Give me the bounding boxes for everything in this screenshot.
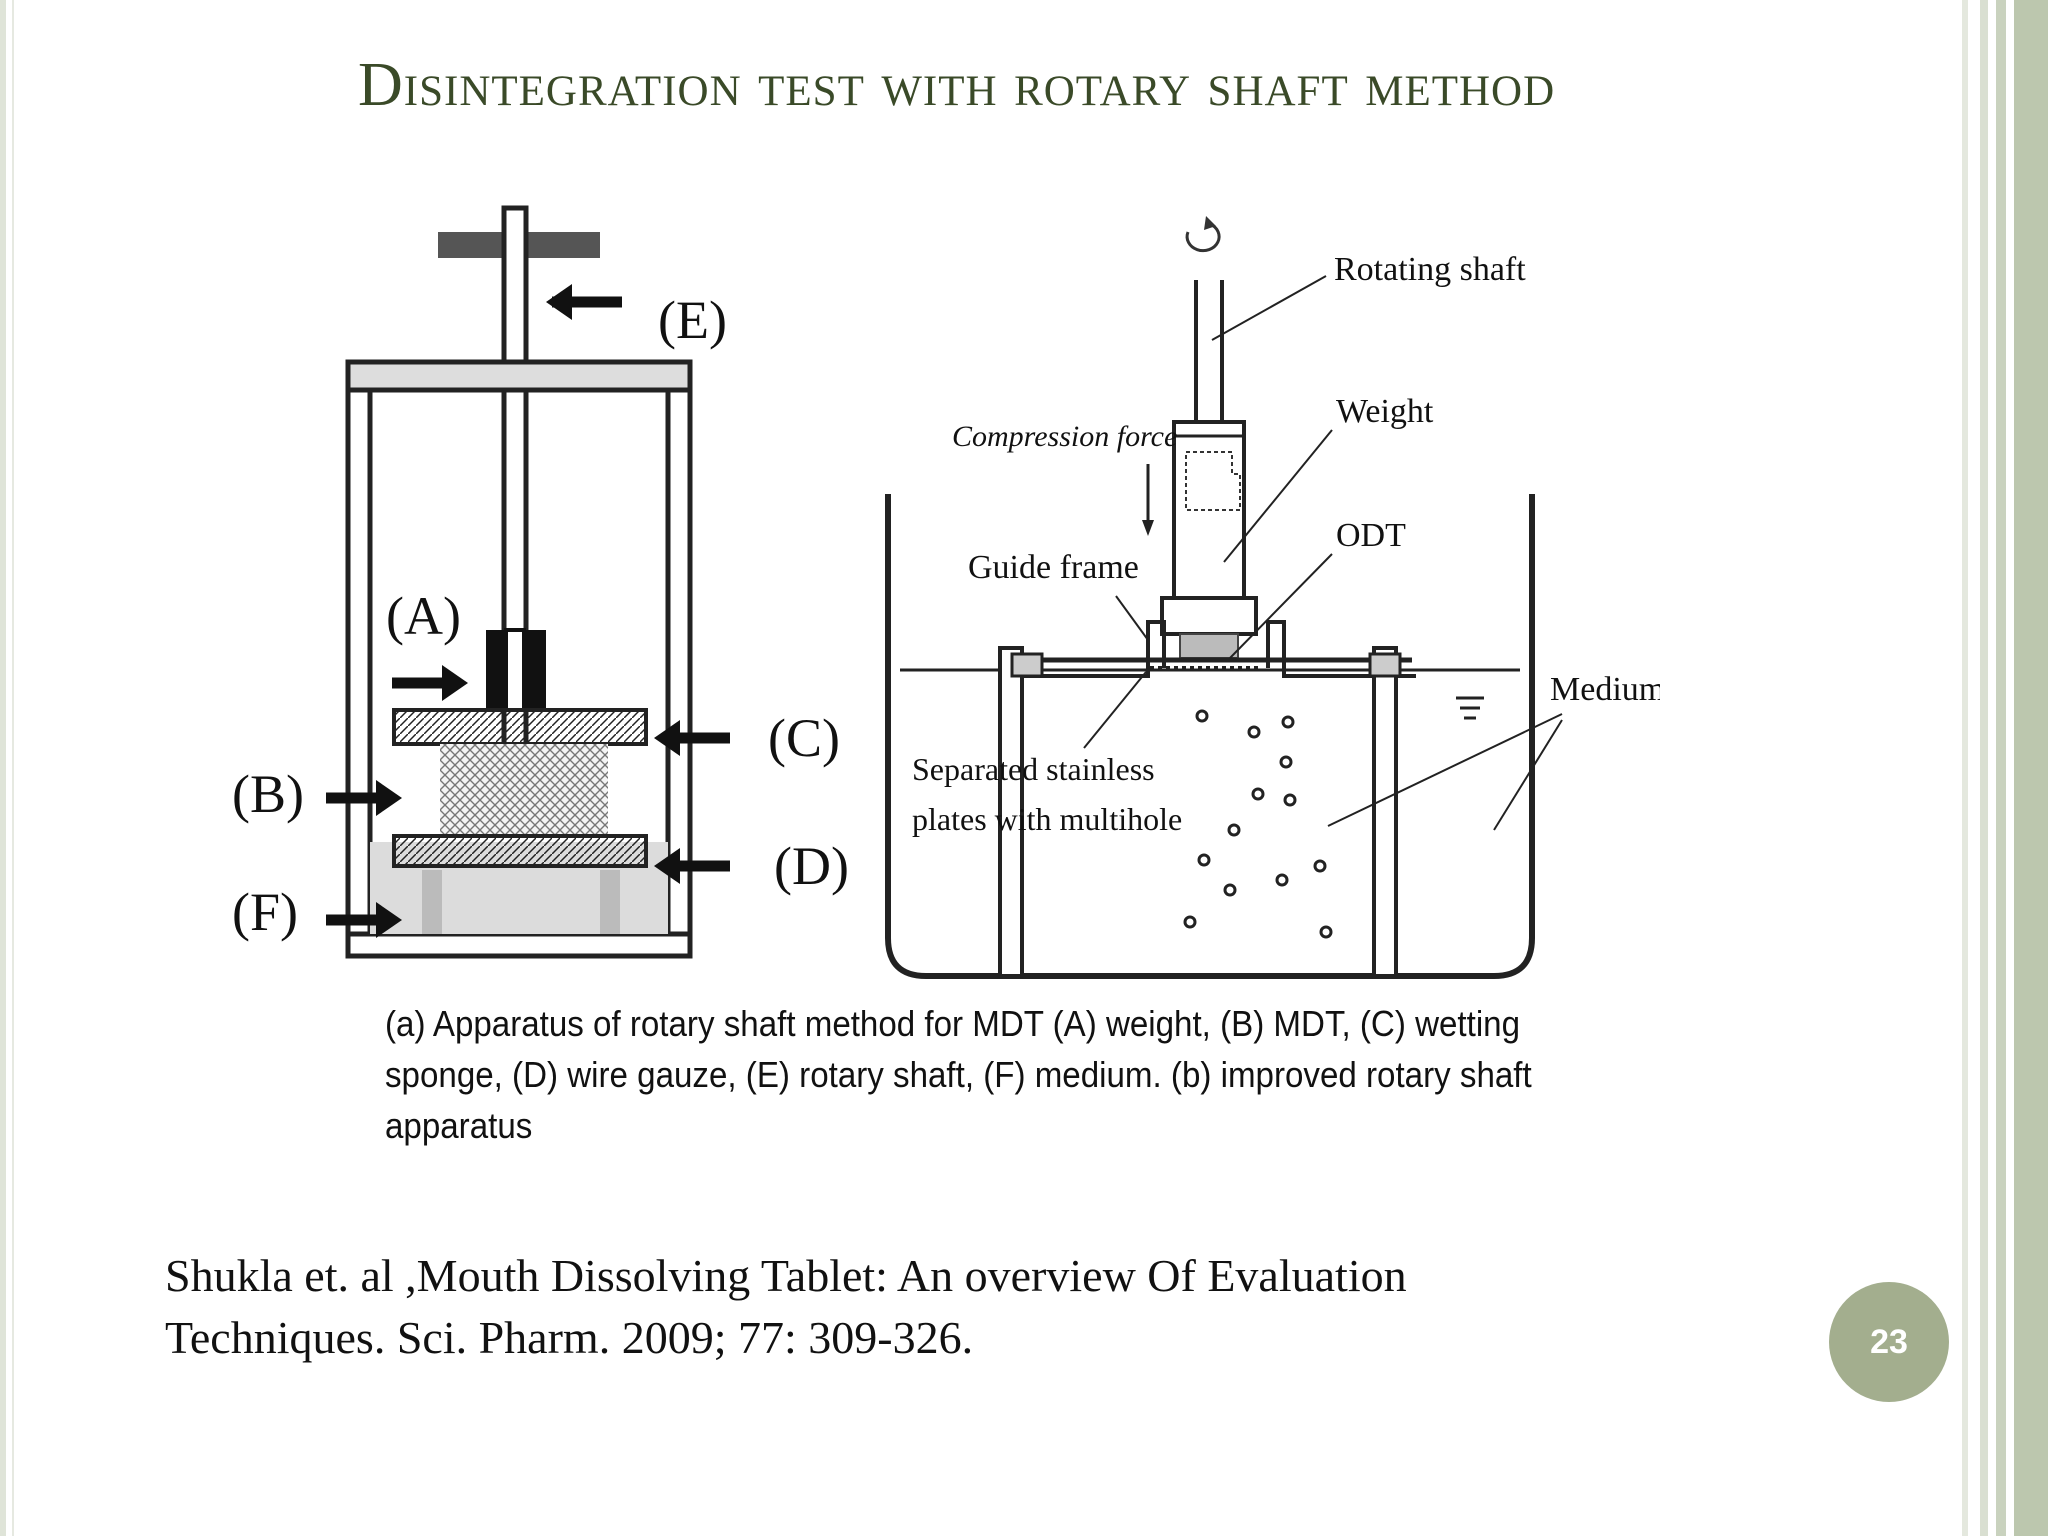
citation-line: Techniques. Sci. Pharm. 2009; 77: 309-32… bbox=[165, 1312, 974, 1363]
label-weight: Weight bbox=[1336, 393, 1434, 430]
label-odt: ODT bbox=[1336, 517, 1406, 554]
label-rotating-shaft: Rotating shaft bbox=[1334, 251, 1526, 288]
page-number-badge: 23 bbox=[1829, 1282, 1949, 1402]
shaft-lower bbox=[504, 628, 526, 712]
arrow-c-head bbox=[654, 720, 680, 756]
wetting-sponge bbox=[392, 708, 648, 746]
label-guide-frame: Guide frame bbox=[968, 549, 1139, 586]
label-b: (B) bbox=[232, 764, 304, 824]
border-stripe bbox=[2014, 0, 2048, 1536]
bottom-plate bbox=[345, 931, 693, 959]
label-compression-force: Compression force bbox=[952, 420, 1177, 453]
odt-tablet bbox=[1179, 633, 1239, 659]
slide-border-left-inner bbox=[12, 0, 14, 1536]
wire-gauze bbox=[392, 834, 648, 868]
citation-line: Shukla et. al ,Mouth Dissolving Tablet: … bbox=[165, 1250, 1407, 1301]
weight-base bbox=[1160, 596, 1258, 636]
citation: Shukla et. al ,Mouth Dissolving Tablet: … bbox=[165, 1245, 1665, 1369]
rotation-icon bbox=[1185, 222, 1221, 253]
label-separated-2: plates with multihole bbox=[912, 801, 1182, 837]
apparatus-diagram: (E) (A) (C) (B) (D) (F) bbox=[232, 205, 1660, 979]
label-separated-1: Separated stainless bbox=[912, 751, 1155, 787]
label-f: (F) bbox=[232, 882, 298, 942]
beaker bbox=[885, 494, 1535, 979]
left-wall bbox=[345, 387, 373, 959]
figure-caption: (a) Apparatus of rotary shaft method for… bbox=[385, 1003, 1532, 1146]
top-plate bbox=[345, 359, 693, 393]
border-stripe bbox=[1980, 0, 1988, 1536]
panel-b: Rotating shaft Weight Compression force … bbox=[885, 216, 1660, 979]
label-e: (E) bbox=[658, 290, 727, 350]
arrow-d-head bbox=[654, 848, 680, 884]
leg bbox=[600, 870, 620, 934]
arrow-a-head bbox=[442, 665, 468, 701]
label-c: (C) bbox=[768, 708, 840, 768]
arrow-f-head bbox=[376, 902, 402, 938]
leg bbox=[422, 870, 442, 934]
arrow-e-head bbox=[546, 284, 572, 320]
border-stripe bbox=[1962, 0, 1968, 1536]
mdt-tablet bbox=[440, 744, 608, 836]
panel-a: (E) (A) (C) (B) (D) (F) bbox=[232, 205, 849, 959]
arrow-b-head bbox=[376, 780, 402, 816]
border-stripe bbox=[1996, 0, 2006, 1536]
slide-border-left bbox=[0, 0, 6, 1536]
label-medium: Medium bbox=[1550, 671, 1660, 708]
slide-title: Disintegration test with rotary shaft me… bbox=[358, 51, 1556, 119]
label-d: (D) bbox=[774, 836, 849, 896]
label-a: (A) bbox=[386, 586, 461, 646]
